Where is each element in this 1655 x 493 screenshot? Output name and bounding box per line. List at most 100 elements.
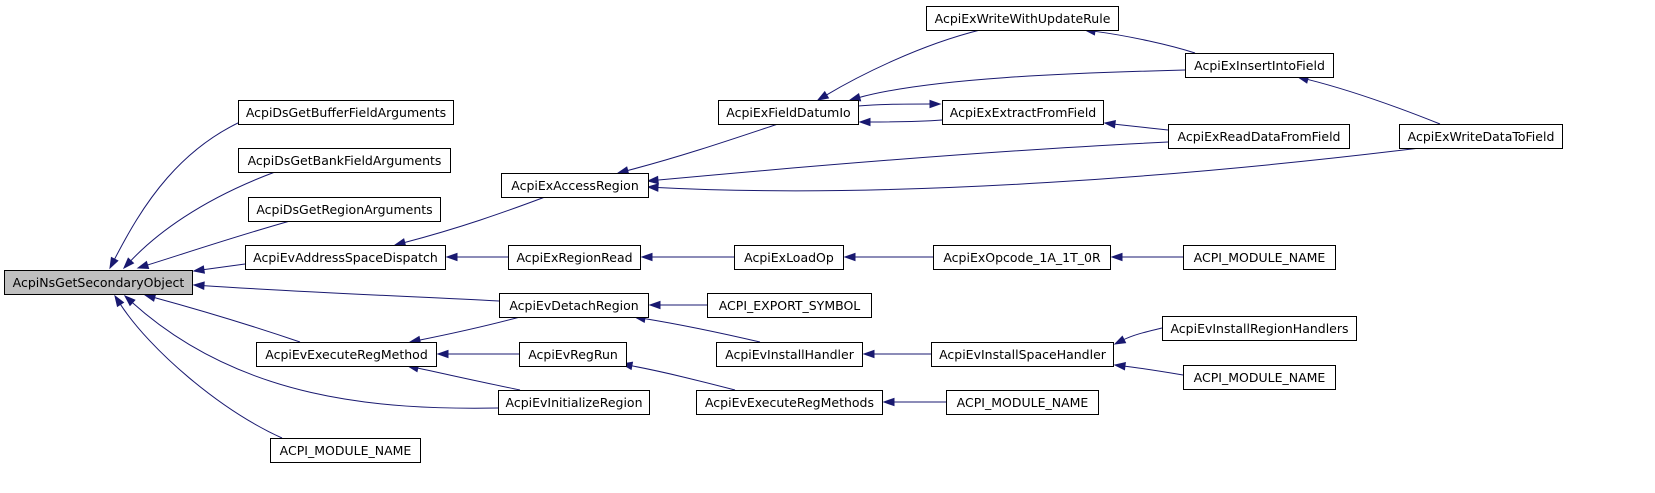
node-module-name-2[interactable]: ACPI_MODULE_NAME xyxy=(946,390,1099,415)
edge-ev_init_region-to-ns_get_secondary xyxy=(123,295,499,409)
node-ev-exec-regmethod[interactable]: AcpiEvExecuteRegMethod xyxy=(256,342,437,367)
node-box[interactable] xyxy=(501,173,649,198)
edge-ds_bank-to-ns_get_secondary xyxy=(122,171,276,270)
node-ex-field-datum-io[interactable]: AcpiExFieldDatumIo xyxy=(718,100,859,125)
edge-line xyxy=(202,263,246,271)
node-box[interactable] xyxy=(248,197,441,222)
edge-ev_addr_dispatch-to-ns_get_secondary xyxy=(192,263,246,274)
node-box[interactable] xyxy=(933,245,1111,270)
node-box[interactable] xyxy=(238,148,451,173)
node-ex-write-data-field[interactable]: AcpiExWriteDataToField xyxy=(1399,124,1563,149)
edge-line xyxy=(643,317,761,343)
node-ev-regrun[interactable]: AcpiEvRegRun xyxy=(519,342,627,367)
node-ev-detach-region[interactable]: AcpiEvDetachRegion xyxy=(499,293,649,318)
node-ds-buffer[interactable]: AcpiDsGetBufferFieldArguments xyxy=(238,100,454,125)
node-label: AcpiEvAddressSpaceDispatch xyxy=(253,250,438,265)
node-label: AcpiNsGetSecondaryObject xyxy=(13,275,185,290)
node-export-symbol[interactable]: ACPI_EXPORT_SYMBOL xyxy=(707,293,872,318)
node-box[interactable] xyxy=(926,6,1119,31)
node-ev-addr-dispatch[interactable]: AcpiEvAddressSpaceDispatch xyxy=(245,245,446,270)
edge-ev_install_region_handlers-to-ev_install_space_handler xyxy=(1113,327,1163,345)
node-box[interactable] xyxy=(245,245,446,270)
arrowhead-icon xyxy=(646,183,659,192)
node-ns-get-secondary[interactable]: AcpiNsGetSecondaryObject xyxy=(4,270,193,295)
node-ex-insert-field[interactable]: AcpiExInsertIntoField xyxy=(1185,53,1334,78)
node-module-name-4[interactable]: ACPI_MODULE_NAME xyxy=(1183,365,1336,390)
arrowhead-icon xyxy=(862,349,875,359)
node-box[interactable] xyxy=(256,342,437,367)
edge-line xyxy=(630,365,736,391)
arrowhead-icon xyxy=(816,90,830,101)
node-box[interactable] xyxy=(931,342,1114,367)
node-label: AcpiEvExecuteRegMethods xyxy=(705,395,874,410)
edge-line xyxy=(1093,30,1196,54)
node-box[interactable] xyxy=(707,293,872,318)
node-ex-write-update-rule[interactable]: AcpiExWriteWithUpdateRule xyxy=(926,6,1119,31)
arrowhead-icon xyxy=(393,238,407,247)
node-box[interactable] xyxy=(716,342,863,367)
arrowhead-icon xyxy=(123,295,136,307)
edge-ex_insert_field-to-ex_field_datum_io xyxy=(848,69,1186,102)
edge-ex_load_op-to-ex_region_read xyxy=(640,252,735,262)
arrowhead-icon xyxy=(858,117,871,127)
node-ev-install-handler[interactable]: AcpiEvInstallHandler xyxy=(716,342,863,367)
node-ev-exec-regmethods[interactable]: AcpiEvExecuteRegMethods xyxy=(696,390,883,415)
arrowhead-icon xyxy=(646,175,659,185)
node-label: AcpiExExtractFromField xyxy=(950,105,1097,120)
node-ev-install-space-handler[interactable]: AcpiEvInstallSpaceHandler xyxy=(931,342,1114,367)
edge-line xyxy=(656,141,1169,181)
node-label: AcpiEvInstallRegionHandlers xyxy=(1170,321,1348,336)
node-ds-region[interactable]: AcpiDsGetRegionArguments xyxy=(248,197,441,222)
node-ev-init-region[interactable]: AcpiEvInitializeRegion xyxy=(498,390,650,415)
edge-line xyxy=(119,303,283,439)
node-ex-access-region[interactable]: AcpiExAccessRegion xyxy=(501,173,649,198)
node-ex-opcode[interactable]: AcpiExOpcode_1A_1T_0R xyxy=(933,245,1111,270)
arrowhead-icon xyxy=(143,293,157,302)
arrowhead-icon xyxy=(109,256,119,270)
node-box[interactable] xyxy=(1162,316,1357,341)
edge-line xyxy=(868,119,943,123)
arrowhead-icon xyxy=(192,265,206,274)
node-box[interactable] xyxy=(946,390,1099,415)
node-box[interactable] xyxy=(4,270,193,295)
node-label: AcpiExLoadOp xyxy=(744,250,834,265)
node-ds-bank[interactable]: AcpiDsGetBankFieldArguments xyxy=(238,148,451,173)
node-label: AcpiExFieldDatumIo xyxy=(726,105,850,120)
node-box[interactable] xyxy=(499,293,649,318)
node-box[interactable] xyxy=(498,390,650,415)
node-box[interactable] xyxy=(718,100,859,125)
node-box[interactable] xyxy=(270,438,421,463)
node-box[interactable] xyxy=(696,390,883,415)
node-box[interactable] xyxy=(1183,245,1336,270)
node-box[interactable] xyxy=(508,245,641,270)
node-module-name-1[interactable]: ACPI_MODULE_NAME xyxy=(270,438,421,463)
node-box[interactable] xyxy=(1185,53,1334,78)
arrowhead-icon xyxy=(445,252,458,262)
edge-ds_region-to-ns_get_secondary xyxy=(136,220,291,270)
node-box[interactable] xyxy=(1168,124,1350,149)
node-box[interactable] xyxy=(942,100,1104,125)
node-label: AcpiExInsertIntoField xyxy=(1194,58,1325,73)
node-label: AcpiDsGetRegionArguments xyxy=(256,202,432,217)
node-box[interactable] xyxy=(519,342,627,367)
node-module-name-3[interactable]: ACPI_MODULE_NAME xyxy=(1183,245,1336,270)
node-label: ACPI_MODULE_NAME xyxy=(1194,250,1326,265)
node-label: AcpiExOpcode_1A_1T_0R xyxy=(943,250,1101,265)
node-box[interactable] xyxy=(1399,124,1563,149)
node-ex-region-read[interactable]: AcpiExRegionRead xyxy=(508,245,641,270)
node-box[interactable] xyxy=(734,245,844,270)
node-ex-read-data-field[interactable]: AcpiExReadDataFromField xyxy=(1168,124,1350,149)
arrowhead-icon xyxy=(1110,252,1123,262)
node-ex-load-op[interactable]: AcpiExLoadOp xyxy=(734,245,844,270)
edge-line xyxy=(202,285,500,302)
edge-ex_field_datum_io-to-ex_access_region xyxy=(616,123,779,175)
node-label: AcpiExAccessRegion xyxy=(511,178,639,193)
node-label: AcpiDsGetBankFieldArguments xyxy=(248,153,442,168)
node-box[interactable] xyxy=(238,100,454,125)
node-ex-extract-field[interactable]: AcpiExExtractFromField xyxy=(942,100,1104,125)
graph-edges xyxy=(109,27,1441,439)
node-label: AcpiEvRegRun xyxy=(528,347,618,362)
node-box[interactable] xyxy=(1183,365,1336,390)
node-ev-install-region-handlers[interactable]: AcpiEvInstallRegionHandlers xyxy=(1162,316,1357,341)
edge-line xyxy=(416,367,521,391)
